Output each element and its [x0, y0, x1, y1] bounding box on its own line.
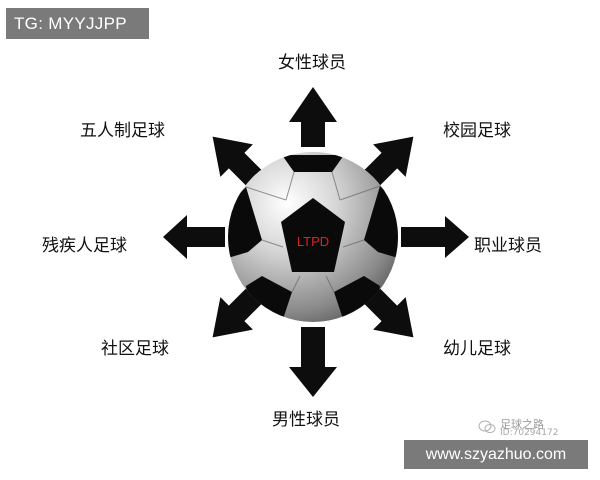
watermark-brand: 足球之路 [500, 418, 544, 431]
arrow-top-right [363, 136, 414, 187]
watermark-id: ID:70294172 [500, 428, 559, 438]
label-bottom: 男性球员 [272, 410, 340, 430]
tag-badge: TG: MYYJJPP [6, 8, 149, 39]
label-top-left: 五人制足球 [80, 121, 165, 141]
arrow-bottom-right [363, 287, 414, 338]
label-top-right: 校园足球 [443, 121, 511, 141]
label-bottom-left: 社区足球 [101, 339, 169, 359]
label-left: 残疾人足球 [42, 236, 127, 256]
center-label: LTPD [297, 234, 329, 249]
watermark-url: www.szyazhuo.com [404, 440, 588, 469]
arrow-top-left [212, 136, 263, 187]
arrow-right [401, 216, 469, 258]
label-bottom-right: 幼儿足球 [443, 339, 511, 359]
arrow-bottom [289, 327, 337, 397]
wechat-logo-icon [478, 420, 496, 433]
arrow-bottom-left [212, 287, 263, 338]
center-pentagon [281, 198, 345, 272]
label-top: 女性球员 [278, 53, 346, 73]
soccer-ball-icon: LTPD [228, 152, 398, 322]
arrow-left [163, 215, 225, 259]
arrow-top [289, 87, 337, 147]
label-right: 职业球员 [474, 236, 542, 256]
